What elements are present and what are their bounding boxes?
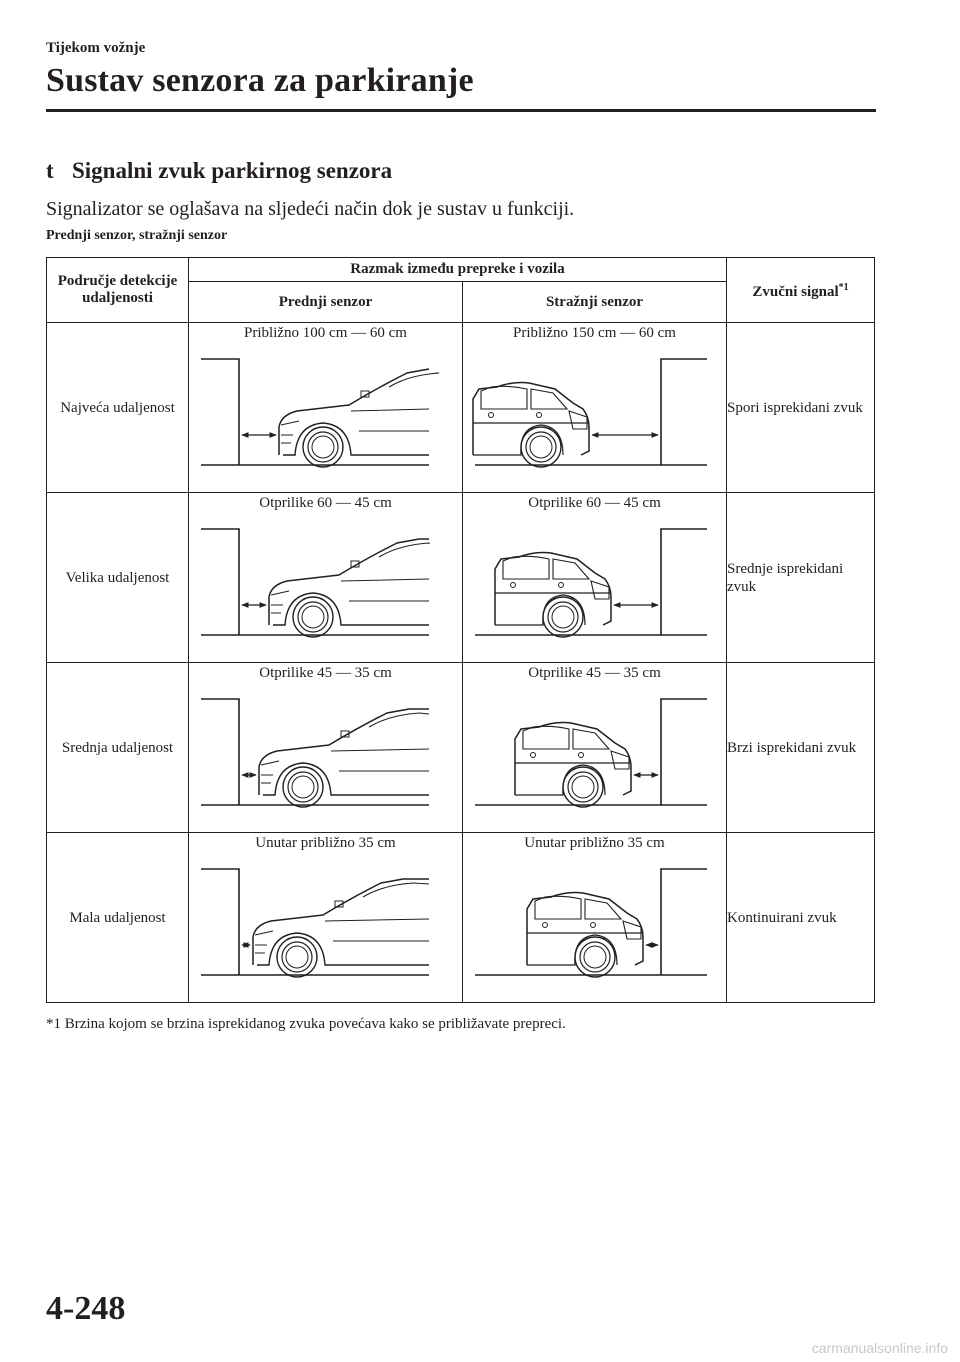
intro-text: Signalizator se oglašava na sljedeći nač…: [46, 198, 575, 220]
subheading: Prednji senzor, stražnji senzor: [46, 228, 228, 243]
signal-cell: Spori isprekidani zvuk: [726, 322, 875, 493]
table-row: Mala udaljenost Unutar približno 35 cm U…: [46, 832, 875, 1003]
table-row: Srednja udaljenost Otprilike 45 — 35 cm …: [46, 662, 875, 833]
rear-distance-cell: Približno 150 cm — 60 cm: [462, 322, 727, 493]
front-car-illustration: [201, 528, 430, 638]
rear-car-illustration: [475, 698, 707, 808]
front-distance-cell: Otprilike 60 — 45 cm: [188, 492, 463, 663]
table-row: Najveća udaljenost Približno 100 cm — 60…: [46, 322, 875, 493]
heading-text: Signalni zvuk parkirnog senzora: [72, 158, 393, 183]
section-heading: t Signalni zvuk parkirnog senzora: [46, 158, 392, 184]
footnote: *1 Brzina kojom se brzina isprekidanog z…: [46, 1016, 566, 1032]
page-number: 4-248: [46, 1290, 126, 1327]
signal-header: Zvučni signal*1: [726, 257, 875, 323]
sensor-table: Područje detekcije udaljenosti Razmak iz…: [46, 257, 875, 1003]
signal-header-label: Zvučni signal: [752, 284, 839, 300]
rear-car-illustration: [475, 528, 707, 638]
front-sensor-header: Prednji senzor: [188, 281, 463, 323]
front-car-illustration: [201, 698, 430, 808]
section-label: Tijekom vožnje: [46, 40, 146, 56]
front-car-illustration: [201, 868, 430, 978]
zone-cell: Srednja udaljenost: [46, 662, 189, 833]
page-title: Sustav senzora za parkiranje: [46, 62, 474, 99]
rear-distance-cell: Otprilike 45 — 35 cm: [462, 662, 727, 833]
rear-distance-label: Otprilike 45 — 35 cm: [528, 665, 661, 681]
signal-cell: Brzi isprekidani zvuk: [726, 662, 875, 833]
front-distance-cell: Približno 100 cm — 60 cm: [188, 322, 463, 493]
front-distance-label: Približno 100 cm — 60 cm: [244, 325, 407, 341]
front-distance-cell: Unutar približno 35 cm: [188, 832, 463, 1003]
signal-cell: Srednje isprekidani zvuk: [726, 492, 875, 663]
zone-cell: Najveća udaljenost: [46, 322, 189, 493]
rear-distance-label: Otprilike 60 — 45 cm: [528, 495, 661, 511]
title-rule: [46, 109, 876, 112]
zone-cell: Velika udaljenost: [46, 492, 189, 663]
rear-car-illustration: [475, 868, 707, 978]
table-row: Velika udaljenost Otprilike 60 — 45 cm O…: [46, 492, 875, 663]
signal-cell: Kontinuirani zvuk: [726, 832, 875, 1003]
rear-distance-cell: Otprilike 60 — 45 cm: [462, 492, 727, 663]
zone-header: Područje detekcije udaljenosti: [46, 257, 189, 323]
front-distance-cell: Otprilike 45 — 35 cm: [188, 662, 463, 833]
front-distance-label: Otprilike 45 — 35 cm: [259, 665, 392, 681]
rear-distance-label: Približno 150 cm — 60 cm: [513, 325, 676, 341]
rear-distance-cell: Unutar približno 35 cm: [462, 832, 727, 1003]
rear-car-illustration: [472, 358, 707, 468]
watermark: carmanualsonline.info: [811, 1340, 948, 1356]
rear-distance-label: Unutar približno 35 cm: [524, 835, 665, 851]
front-car-illustration: [201, 358, 440, 468]
signal-footnote-ref: *1: [838, 282, 849, 293]
front-distance-label: Unutar približno 35 cm: [255, 835, 396, 851]
rear-sensor-header: Stražnji senzor: [462, 281, 727, 323]
heading-marker: t: [46, 158, 54, 183]
front-distance-label: Otprilike 60 — 45 cm: [259, 495, 392, 511]
distance-header: Razmak između prepreke i vozila: [188, 257, 727, 282]
zone-cell: Mala udaljenost: [46, 832, 189, 1003]
